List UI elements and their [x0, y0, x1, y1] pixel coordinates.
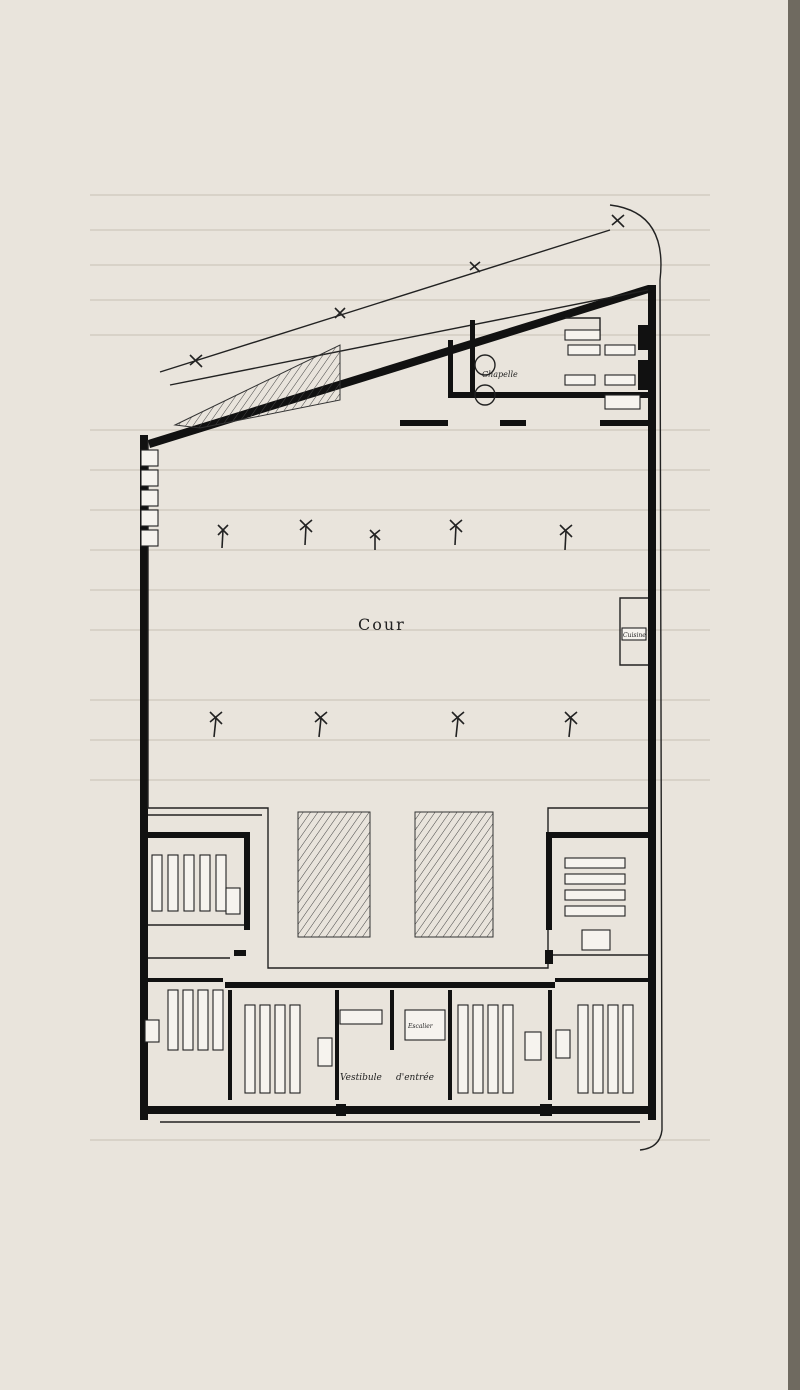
tree-icon — [559, 524, 573, 551]
left-small-rooms — [140, 449, 159, 547]
upper-right-building: Chapelle — [400, 317, 648, 426]
court-trees — [189, 214, 625, 738]
tree-icon — [469, 261, 481, 273]
vestibule-label: Vestibule — [340, 1073, 382, 1083]
garden-left — [297, 811, 371, 938]
tree-icon — [209, 711, 223, 738]
tree-icon — [451, 711, 465, 738]
court-label: Cour — [358, 615, 406, 634]
stair-label: Escalier — [407, 1023, 434, 1030]
bottom-dormitories: Escalier — [144, 978, 648, 1123]
entrance-label: d'entrée — [396, 1072, 434, 1083]
garden-right — [414, 811, 494, 938]
kitchen-alcove: Cuisine — [619, 597, 648, 666]
left-dormitory-upper — [140, 832, 250, 959]
tree-icon — [217, 524, 229, 549]
tree-icon — [369, 529, 381, 550]
page-edge — [788, 0, 800, 1390]
kitchen-label: Cuisine — [623, 632, 646, 639]
tree-icon — [189, 354, 203, 368]
tree-icon — [334, 307, 346, 319]
right-dormitory-upper — [546, 832, 656, 956]
tree-icon — [564, 711, 578, 738]
tree-icon — [314, 711, 328, 738]
tree-icon — [449, 519, 463, 546]
door-markers — [234, 950, 553, 1116]
tree-icon — [611, 214, 625, 228]
chapel-label: Chapelle — [482, 370, 518, 379]
hatched-roof-area — [173, 344, 341, 429]
tree-icon — [299, 519, 313, 546]
